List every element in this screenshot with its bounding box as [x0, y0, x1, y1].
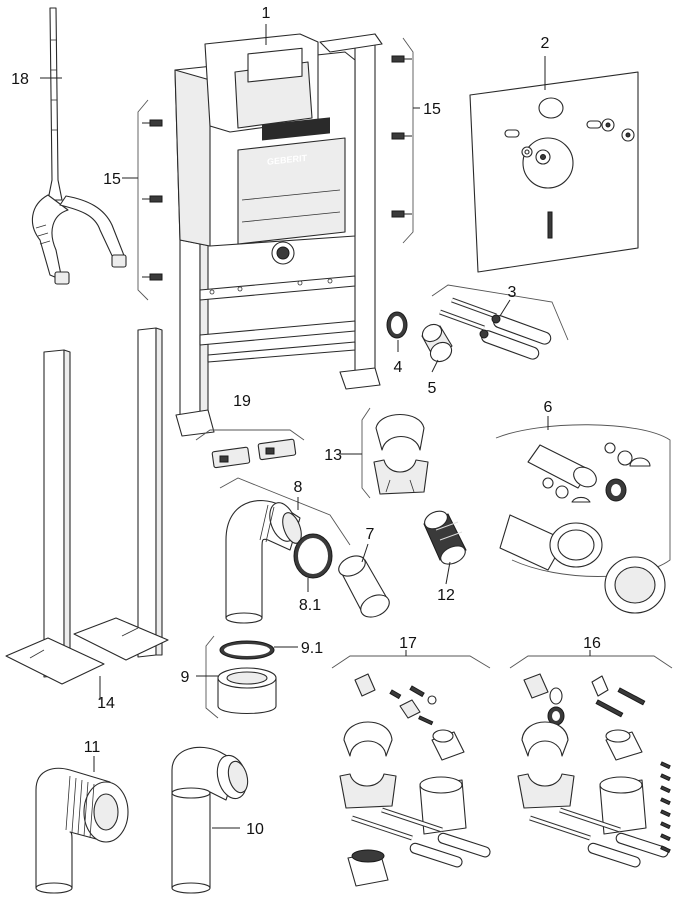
label-1: 1	[262, 5, 271, 22]
label-2: 2	[541, 35, 550, 52]
label-3: 3	[508, 284, 517, 301]
frame-logo-text: GEBERIT	[267, 153, 307, 167]
label-5: 5	[428, 380, 437, 397]
part-7-sleeve	[338, 555, 390, 618]
label-9: 9	[181, 669, 190, 686]
part-15-right-bolts	[391, 37, 414, 244]
label-8: 8	[294, 479, 303, 496]
part-1-installation-frame: GEBERIT	[174, 33, 383, 437]
part-13-pipe-holder	[361, 407, 429, 499]
part-3-threaded-rods	[431, 284, 569, 360]
label-6: 6	[544, 399, 553, 416]
label-11: 11	[84, 739, 101, 756]
part-4-seal-ring	[386, 311, 408, 339]
label-15-right: 15	[423, 101, 441, 118]
part-12-adapter	[423, 510, 467, 565]
label-17: 17	[399, 635, 417, 652]
label-12: 12	[437, 587, 455, 604]
part-9-1-o-ring	[219, 640, 275, 660]
part-17-accessory-set	[331, 655, 491, 887]
label-15-left: 15	[103, 171, 121, 188]
label-19: 19	[233, 393, 251, 410]
label-14: 14	[97, 695, 115, 712]
part-15-left-bolts	[137, 99, 163, 301]
part-14-frame-feet	[5, 327, 169, 685]
label-18: 18	[11, 71, 29, 88]
label-7: 7	[366, 526, 375, 543]
part-2-insulation-mat	[469, 71, 639, 273]
leader-lines	[40, 24, 591, 829]
part-labels: 1 2 3 4 5 6 7 8 8.1 9 9.1 10 11 12 13 14…	[11, 5, 601, 838]
part-11-flexible-bend	[35, 767, 129, 894]
part-8-bend	[219, 477, 351, 624]
part-9-drain-fitting	[205, 635, 277, 719]
part-5-connector	[421, 323, 453, 363]
part-6-connection-set	[495, 424, 671, 614]
part-18-flush-pipe	[31, 7, 127, 285]
part-8-1-seal-ring	[293, 533, 333, 579]
label-4: 4	[394, 359, 403, 376]
label-9-1: 9.1	[301, 640, 323, 657]
label-10: 10	[246, 821, 264, 838]
screw-column	[660, 761, 671, 854]
part-10-bend-extension	[171, 746, 249, 894]
label-13: 13	[324, 447, 342, 464]
label-16: 16	[583, 635, 601, 652]
label-8-1: 8.1	[299, 597, 321, 614]
part-16-accessory-set	[509, 655, 673, 868]
part-19-clips	[195, 429, 305, 469]
